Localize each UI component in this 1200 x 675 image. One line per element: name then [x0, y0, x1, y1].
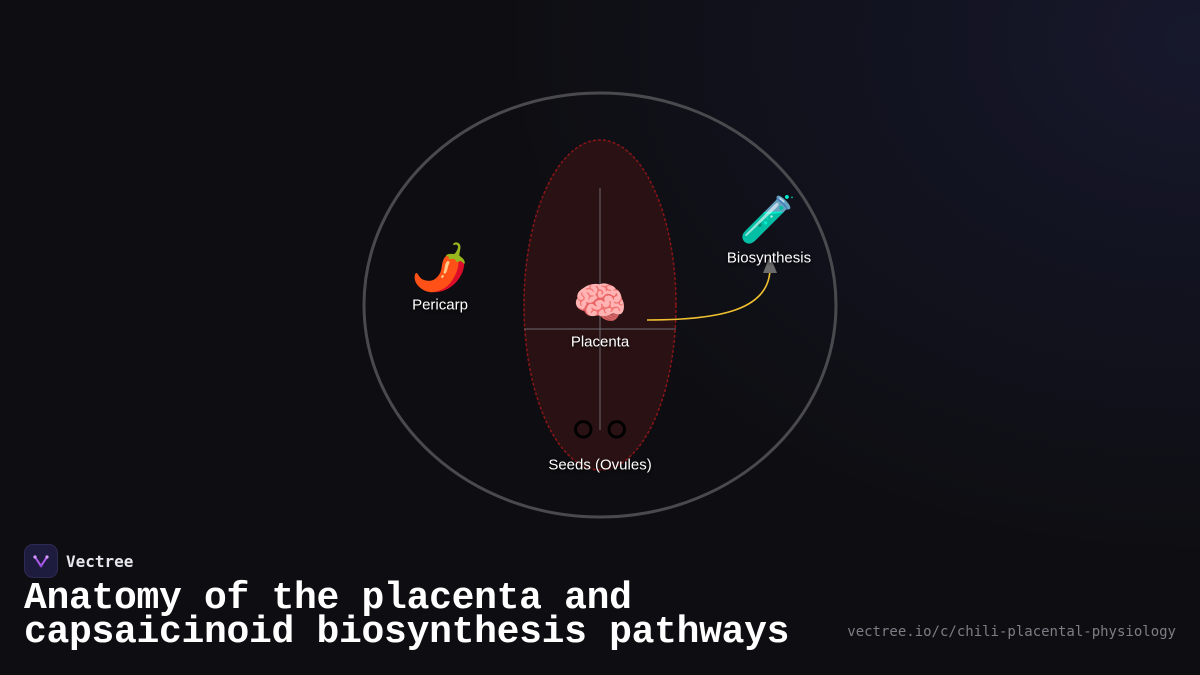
vectree-logo-icon	[24, 544, 58, 578]
seeds-label: Seeds (Ovules)	[548, 456, 652, 474]
biosynthesis-label: Biosynthesis	[726, 249, 812, 267]
pericarp-label: Pericarp	[412, 296, 468, 314]
chili-pepper-icon: 🌶️	[411, 240, 469, 294]
fruit-outline	[362, 91, 838, 519]
brain-icon: 🧠	[572, 278, 628, 329]
title-line-1: Anatomy of the placenta and	[24, 577, 632, 620]
brand-name: Vectree	[66, 551, 134, 571]
test-tube-icon: 🧪	[739, 192, 797, 246]
placenta-to-biosynthesis-edge	[646, 267, 771, 321]
biosynthesis-arrowhead	[763, 256, 777, 273]
title-line-2: capsaicinoid biosynthesis pathways	[24, 611, 790, 654]
source-url: vectree.io/c/chili-placental-physiology	[847, 624, 1176, 640]
placenta-label: Placenta	[570, 333, 630, 351]
seeds-icon: ⚪⚪	[566, 408, 634, 454]
brand: Vectree	[24, 544, 133, 578]
page-title: Anatomy of the placenta and capsaicinoid…	[24, 577, 790, 654]
